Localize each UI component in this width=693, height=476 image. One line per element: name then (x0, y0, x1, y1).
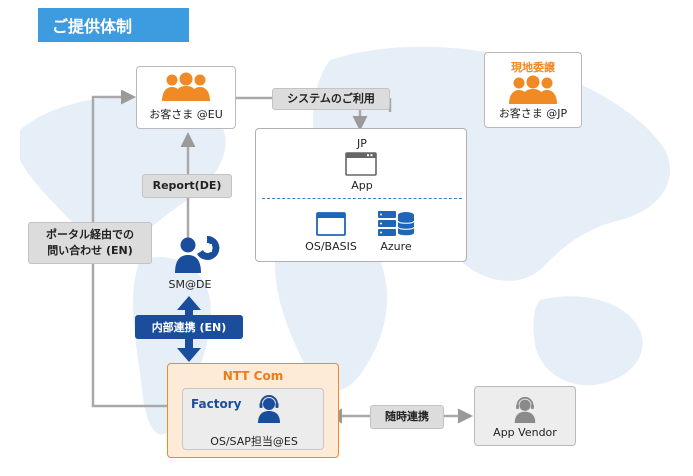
server-database-icon (378, 211, 415, 236)
factory-label: Factory (191, 397, 242, 411)
customer-jp-label: お客さま @JP (498, 107, 568, 120)
os-basis-label: OS/BASIS (305, 240, 357, 253)
customer-eu-label: お客さま @EU (149, 108, 223, 121)
ntt-com-title: NTT Com (222, 369, 284, 383)
operator-headset-icon (258, 395, 280, 423)
vendor-headset-icon (514, 396, 536, 423)
portal-inquiry-tag: ポータル経由での 問い合わせ (EN) (28, 222, 152, 264)
adhoc-coordination-tag: 随時連携 (370, 405, 444, 429)
factory-team-label: OS/SAP担当@ES (210, 435, 298, 448)
customer-eu-node: お客さま @EU (136, 66, 236, 129)
region-label: JP (357, 137, 367, 150)
factory-box: Factory OS/SAP担当@ES (182, 388, 324, 450)
report-tag: Report(DE) (142, 174, 232, 198)
cloud-jp-box: JP App OS/BASIS Azure (255, 128, 467, 262)
layer-divider (262, 198, 462, 199)
system-use-tag: システムのご利用 (272, 88, 390, 110)
section-title: ご提供体制 (38, 8, 189, 42)
portal-inquiry-line2: 問い合わせ (EN) (47, 244, 133, 257)
internal-coordination-tag: 内部連携 (EN) (135, 315, 243, 339)
users-group-icon (509, 75, 557, 104)
os-window-icon (316, 212, 346, 236)
customer-jp-node: 現地委譲 お客さま @JP (484, 52, 582, 128)
app-label: App (351, 179, 373, 192)
app-window-icon (345, 152, 377, 176)
service-manager-icon (175, 235, 220, 273)
app-vendor-node: App Vendor (474, 386, 576, 446)
local-delegation-heading: 現地委譲 (511, 61, 555, 74)
ntt-com-box: NTT Com Factory OS/SAP担当@ES (167, 363, 339, 458)
app-vendor-label: App Vendor (493, 426, 557, 439)
sm-de-label: SM@DE (168, 278, 212, 291)
portal-inquiry-line1: ポータル経由での (46, 228, 134, 242)
users-group-icon (162, 72, 210, 101)
azure-label: Azure (380, 240, 412, 253)
